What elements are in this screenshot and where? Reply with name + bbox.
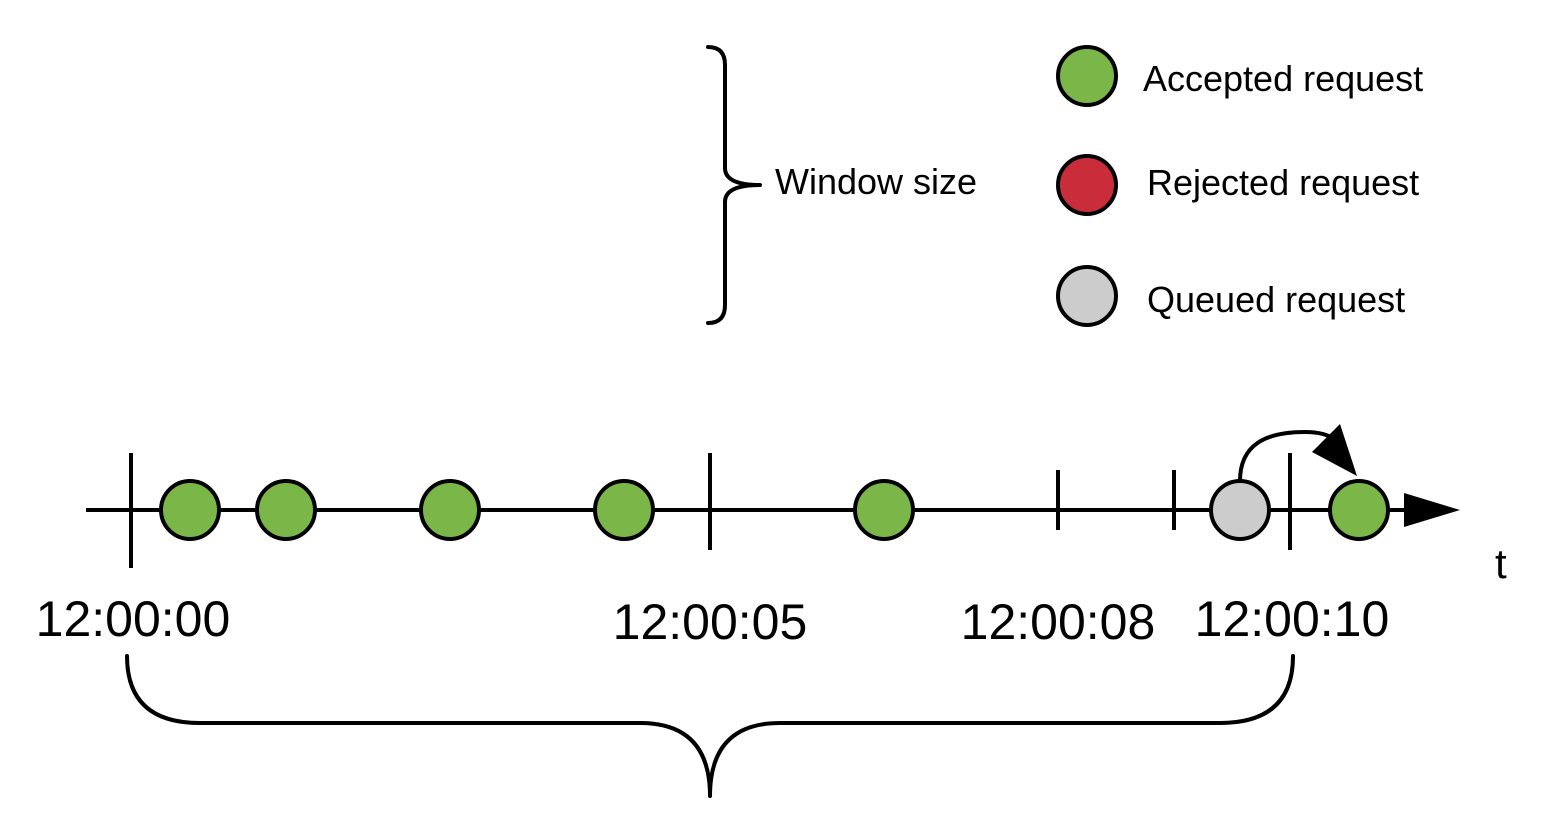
tick-label-12-00-08: 12:00:08	[961, 594, 1156, 650]
legend-queued-marker	[1056, 265, 1118, 327]
time-axis-label: t	[1495, 540, 1507, 587]
accepted-request-marker	[593, 479, 655, 541]
tick-label-12-00-10: 12:00:10	[1195, 591, 1390, 647]
accepted-request-marker	[159, 479, 221, 541]
tick-label-12-00-00: 12:00:00	[36, 591, 231, 647]
requests	[159, 479, 1390, 541]
window-size-brace	[706, 45, 762, 325]
accepted-request-marker	[419, 479, 481, 541]
accepted-request-marker	[1328, 479, 1390, 541]
legend-accepted-marker	[1056, 45, 1118, 107]
legend-rejected-label: Rejected request	[1147, 162, 1419, 203]
legend-rejected-marker	[1056, 154, 1118, 216]
tick-label-12-00-05: 12:00:05	[613, 594, 808, 650]
queue-arrow	[1238, 429, 1337, 483]
legend-accepted-label: Accepted request	[1143, 58, 1423, 99]
window-span-brace	[125, 654, 1295, 798]
accepted-request-marker	[853, 479, 915, 541]
queue-arrowhead	[1312, 424, 1357, 476]
legend: Accepted request Rejected request Queued…	[1056, 45, 1423, 327]
accepted-request-marker	[255, 479, 317, 541]
queued-request-marker	[1209, 479, 1271, 541]
legend-queued-label: Queued request	[1147, 279, 1405, 320]
window-size-label: Window size	[775, 161, 977, 202]
time-axis-arrowhead	[1404, 493, 1460, 527]
